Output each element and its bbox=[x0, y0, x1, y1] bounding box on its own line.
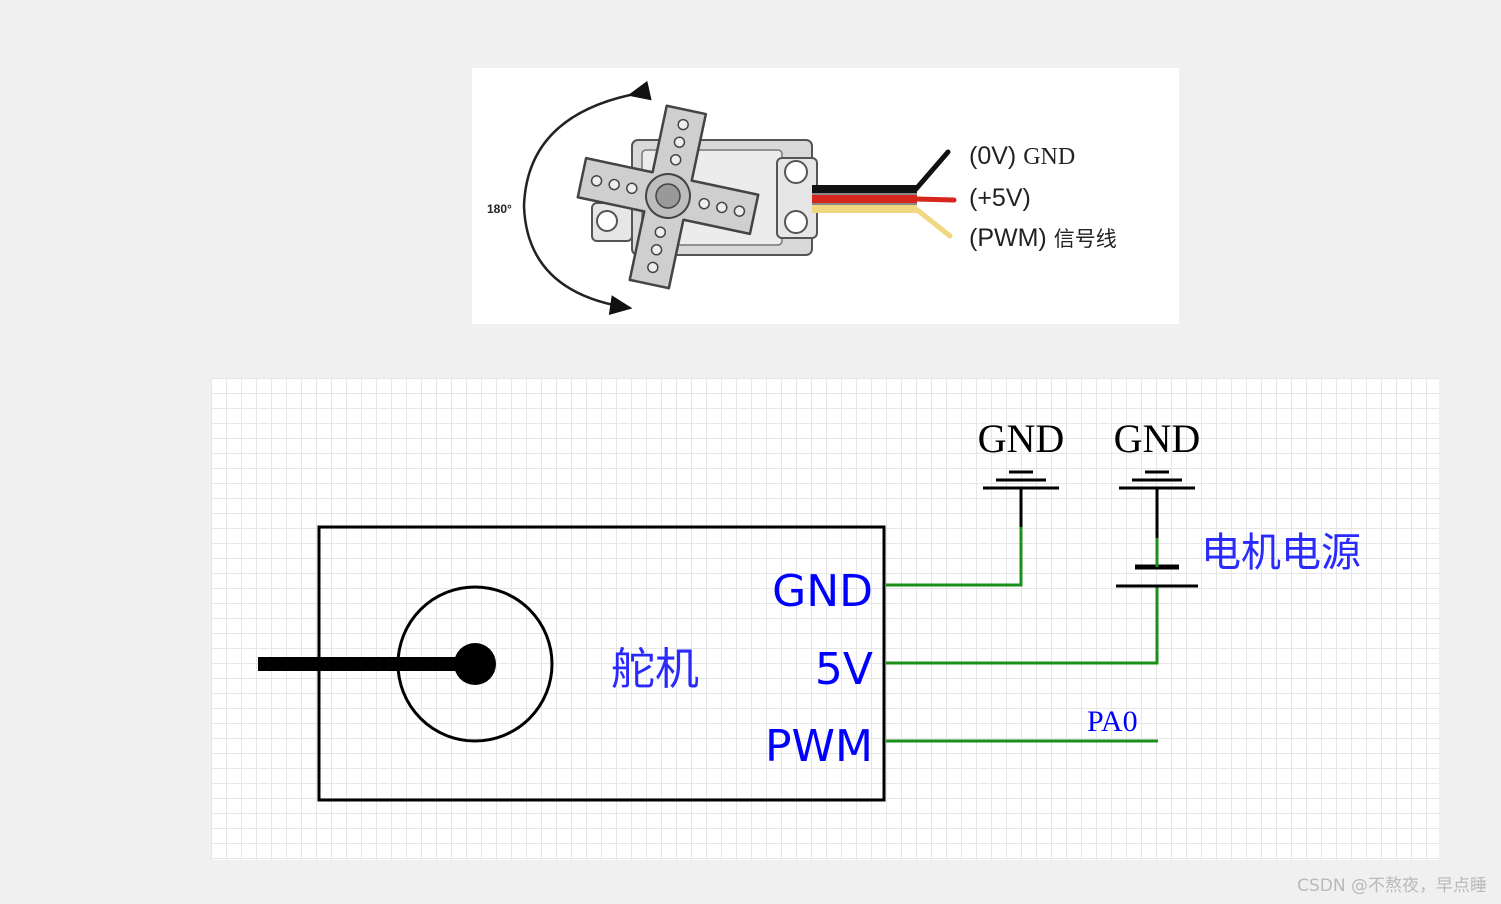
ground-symbol-icon bbox=[1119, 470, 1195, 490]
power-wire bbox=[886, 586, 1159, 665]
rotation-label: 180° bbox=[487, 202, 512, 216]
rotation-arrow-icon bbox=[522, 80, 652, 316]
wire-label-pwm: (PWM) 信号线 bbox=[969, 224, 1117, 252]
pin-gnd-label: GND bbox=[772, 566, 873, 617]
schematic-panel: 舵机 GND 5V PWM GND GND 电机电源 PA0 bbox=[211, 378, 1439, 860]
gnd2-label: GND bbox=[1114, 416, 1201, 461]
servo-horn-icon bbox=[576, 104, 760, 290]
gnd-wire bbox=[886, 527, 1023, 587]
ground-symbol-icon bbox=[983, 470, 1059, 490]
servo-photo-panel: 180° bbox=[472, 68, 1179, 324]
net-label-pa0: PA0 bbox=[1087, 705, 1138, 738]
power-label: 电机电源 bbox=[1201, 530, 1361, 576]
battery-symbol-icon bbox=[1116, 564, 1198, 588]
schematic-diagram: 舵机 GND 5V PWM GND GND 电机电源 PA0 bbox=[258, 416, 1361, 802]
motor-hub-icon bbox=[454, 643, 496, 685]
wire-label-gnd: (0V) GND bbox=[969, 142, 1075, 170]
pin-pwm-label: PWM bbox=[765, 721, 873, 772]
servo-illustration: 180° bbox=[487, 80, 1117, 316]
servo-label: 舵机 bbox=[611, 644, 699, 695]
gnd1-label: GND bbox=[978, 416, 1065, 461]
watermark: CSDN @不熬夜，早点睡 bbox=[1297, 876, 1487, 896]
pin-5v-label: 5V bbox=[815, 644, 873, 695]
wire-label-5v: (+5V) bbox=[969, 184, 1031, 212]
servo-wires bbox=[812, 149, 957, 239]
